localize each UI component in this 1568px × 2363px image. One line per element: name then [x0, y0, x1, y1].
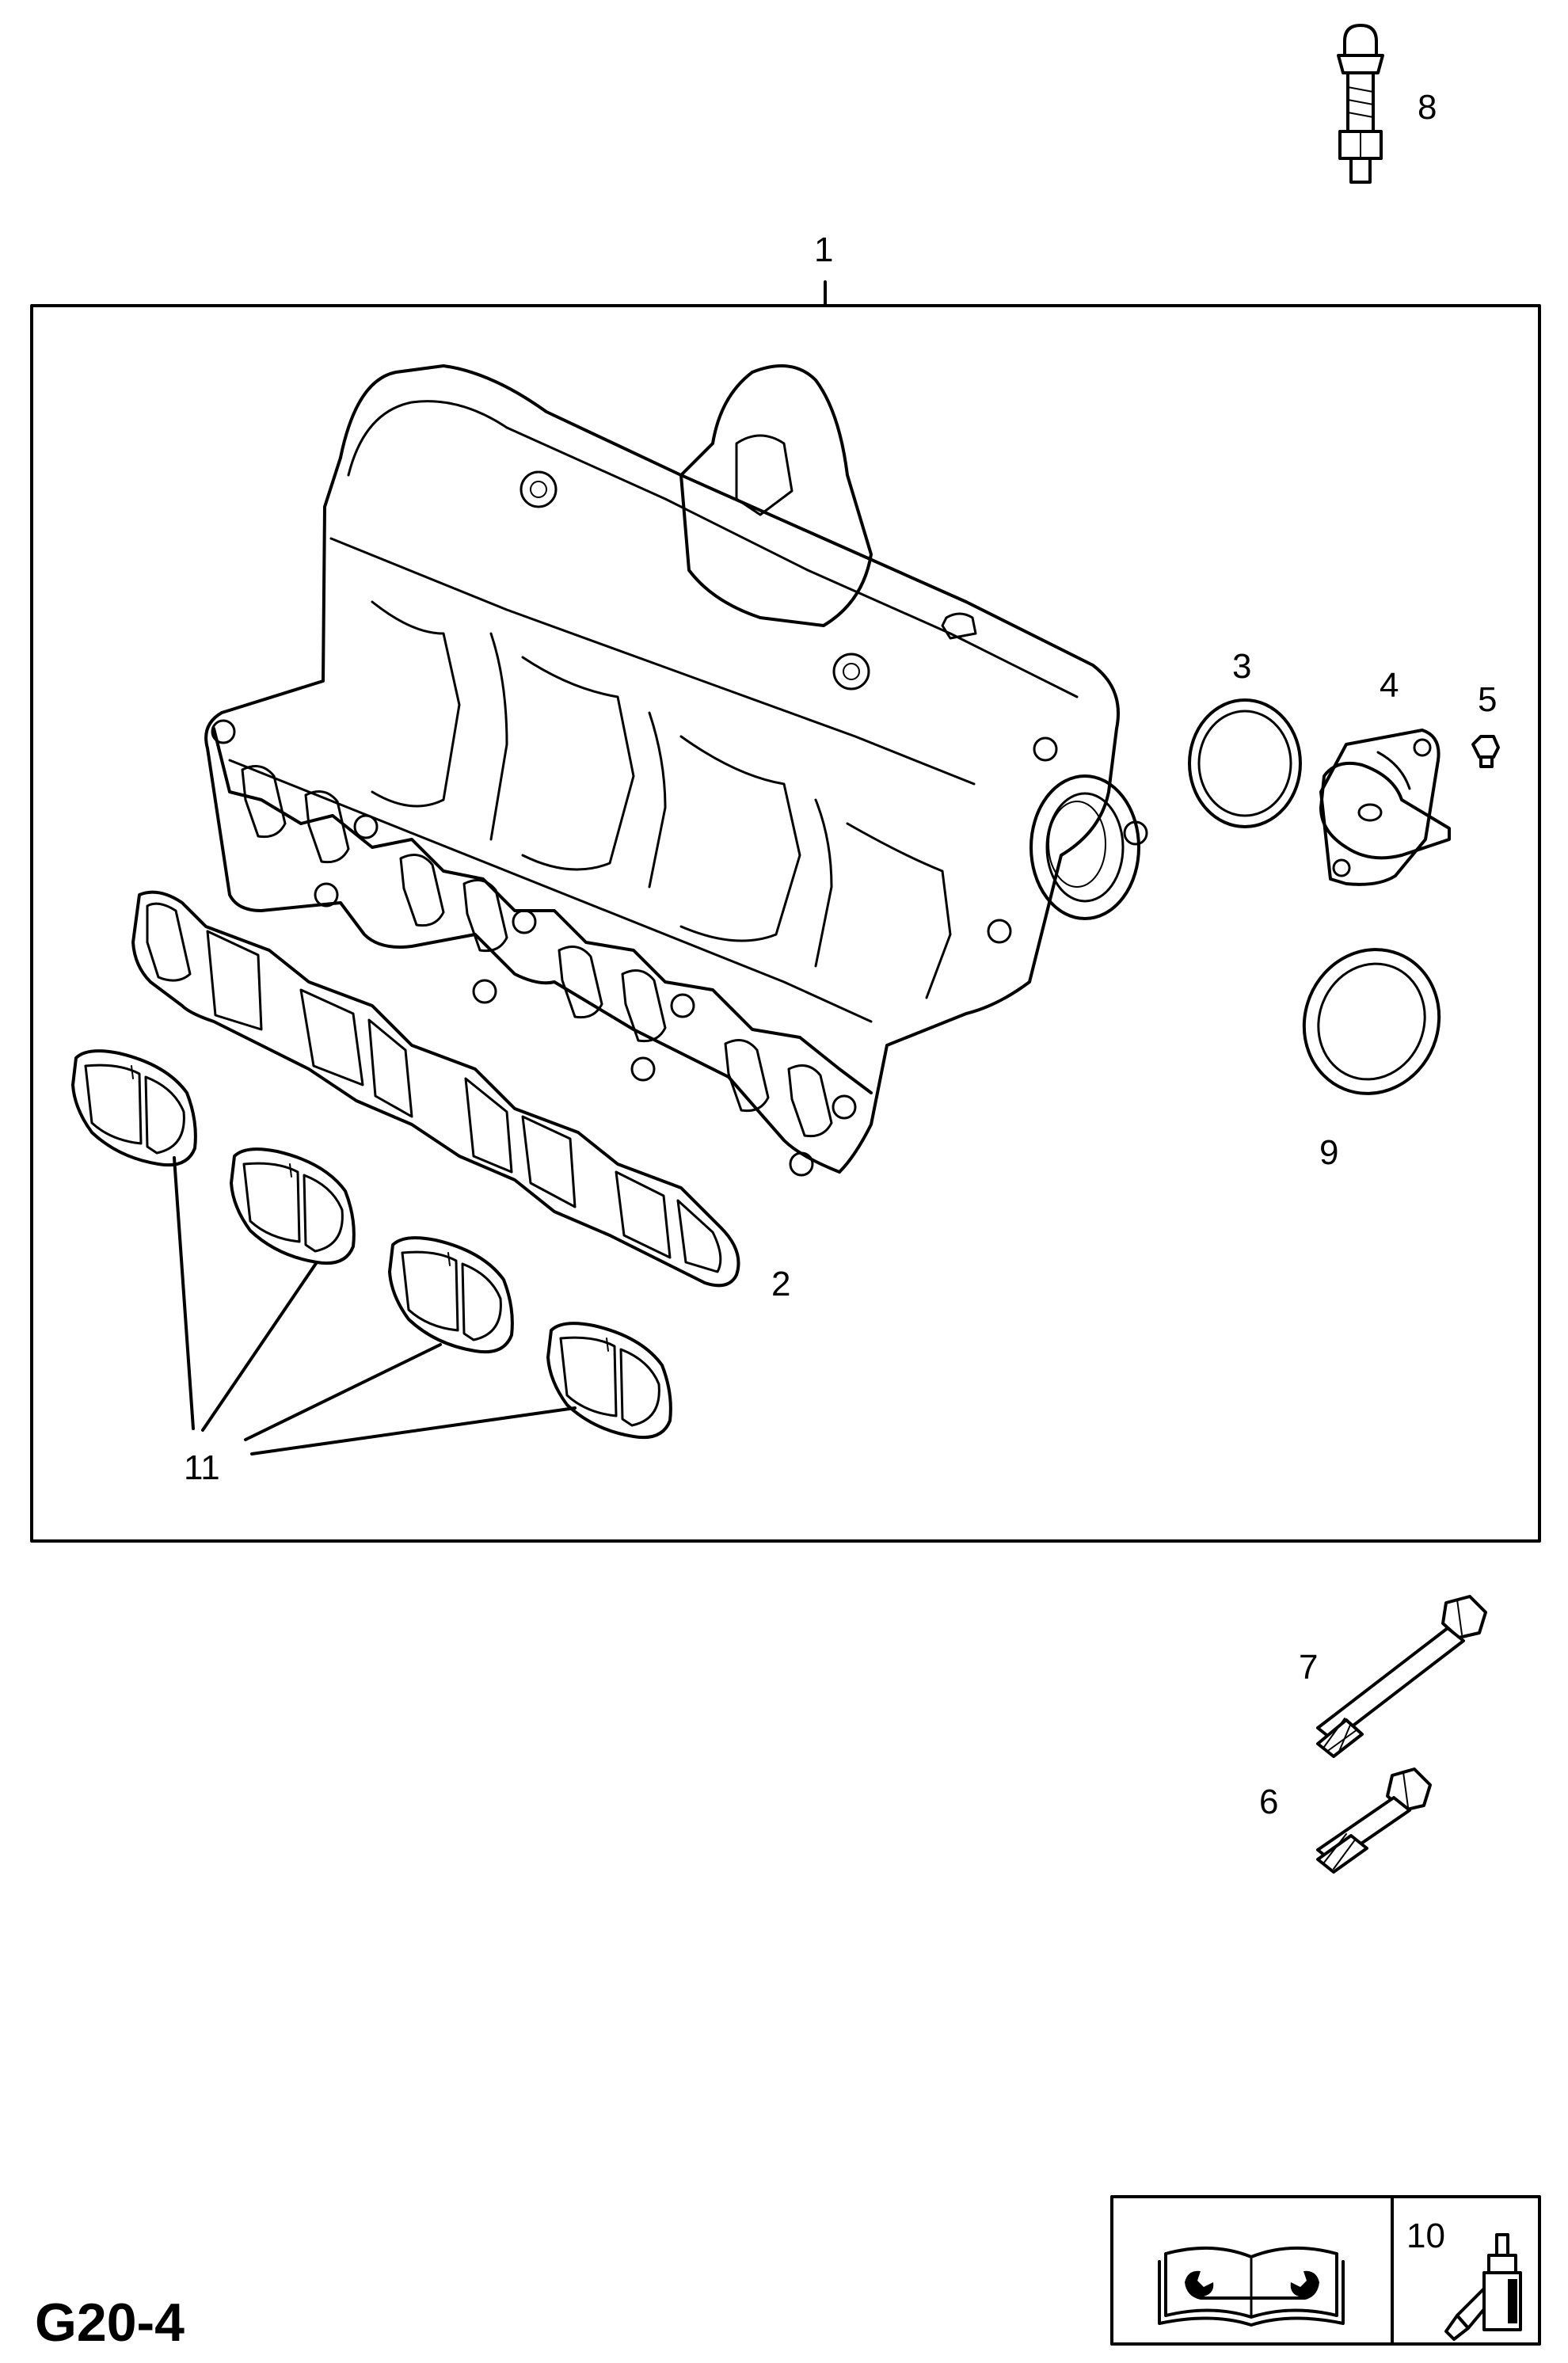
part-7-long-bolt-drawing [1316, 1595, 1487, 1758]
callout-11: 11 [184, 1448, 220, 1487]
callout-5: 5 [1478, 680, 1497, 719]
part-6-short-bolt-drawing [1316, 1767, 1432, 1874]
part-11-port-gaskets-drawing [71, 1049, 672, 1455]
callout-7: 7 [1299, 1648, 1318, 1687]
part-8-stud-drawing [1337, 24, 1384, 184]
repair-manual-wrench-icon [1158, 2246, 1345, 2327]
callout-2: 2 [771, 1265, 790, 1303]
page-id: G20-4 [35, 2293, 185, 2353]
sealant-tube-icon [1444, 2233, 1522, 2341]
assembly-frame [30, 304, 1541, 1543]
part-3-o-ring-drawing [1188, 698, 1302, 828]
part-1-intake-manifold-drawing [204, 364, 1148, 1177]
callout-4: 4 [1380, 666, 1399, 705]
callout-3: 3 [1232, 647, 1251, 686]
callout-10: 10 [1406, 2217, 1445, 2255]
callout-8: 8 [1418, 88, 1437, 127]
callout-1: 1 [814, 230, 833, 269]
part-5-screw-drawing [1471, 735, 1500, 768]
part-2-manifold-gasket-drawing [131, 890, 740, 1288]
legend-box [1110, 2195, 1541, 2346]
part-9-seal-ring-drawing [1302, 948, 1441, 1095]
callout-6: 6 [1259, 1783, 1278, 1821]
callout-9: 9 [1319, 1133, 1338, 1172]
part-4-valve-drawing [1319, 729, 1451, 886]
